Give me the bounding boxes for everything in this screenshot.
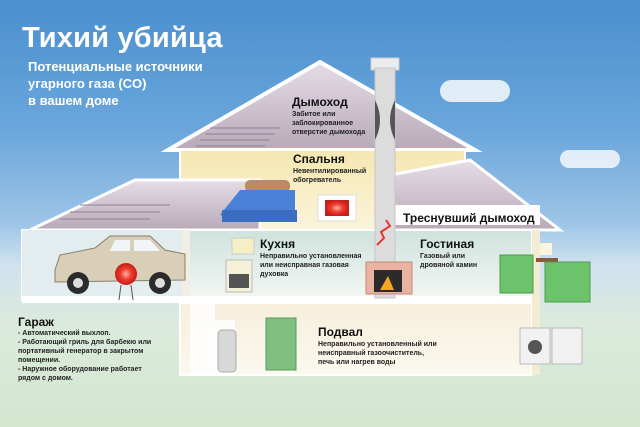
garage-item: портативный генератор в закрытом: [18, 348, 144, 355]
label-title: Кухня: [260, 237, 296, 251]
label-title: Гараж: [18, 315, 54, 329]
label-cracked-chimney: Треснувший дымоход: [403, 211, 535, 225]
garage-item: - Наружное оборудование работает: [18, 366, 142, 373]
garage-item: - Работающий гриль для барбекю или: [18, 339, 152, 346]
subtitle-line: в вашем доме: [28, 93, 119, 108]
car: [54, 235, 186, 301]
cloud: [440, 80, 510, 102]
garage-item: помещении.: [18, 357, 61, 364]
page-title: Тихий убийца: [22, 22, 223, 54]
label-title: Спальня: [293, 152, 345, 166]
subtitle-line: Потенциальные источники: [28, 59, 203, 74]
label-title: Подвал: [318, 325, 363, 339]
garage-item: - Автоматический выхлоп.: [18, 330, 111, 337]
garage-item: рядом с домом.: [18, 375, 73, 382]
label-title: Гостиная: [420, 237, 475, 251]
subtitle-line: угарного газа (CO): [28, 76, 147, 91]
subtitle: Потенциальные источники угарного газа (C…: [28, 58, 258, 109]
label-title: Дымоход: [292, 95, 348, 109]
cloud: [560, 150, 620, 168]
label-garage: Гараж - Автоматический выхлоп. - Работаю…: [18, 315, 198, 383]
